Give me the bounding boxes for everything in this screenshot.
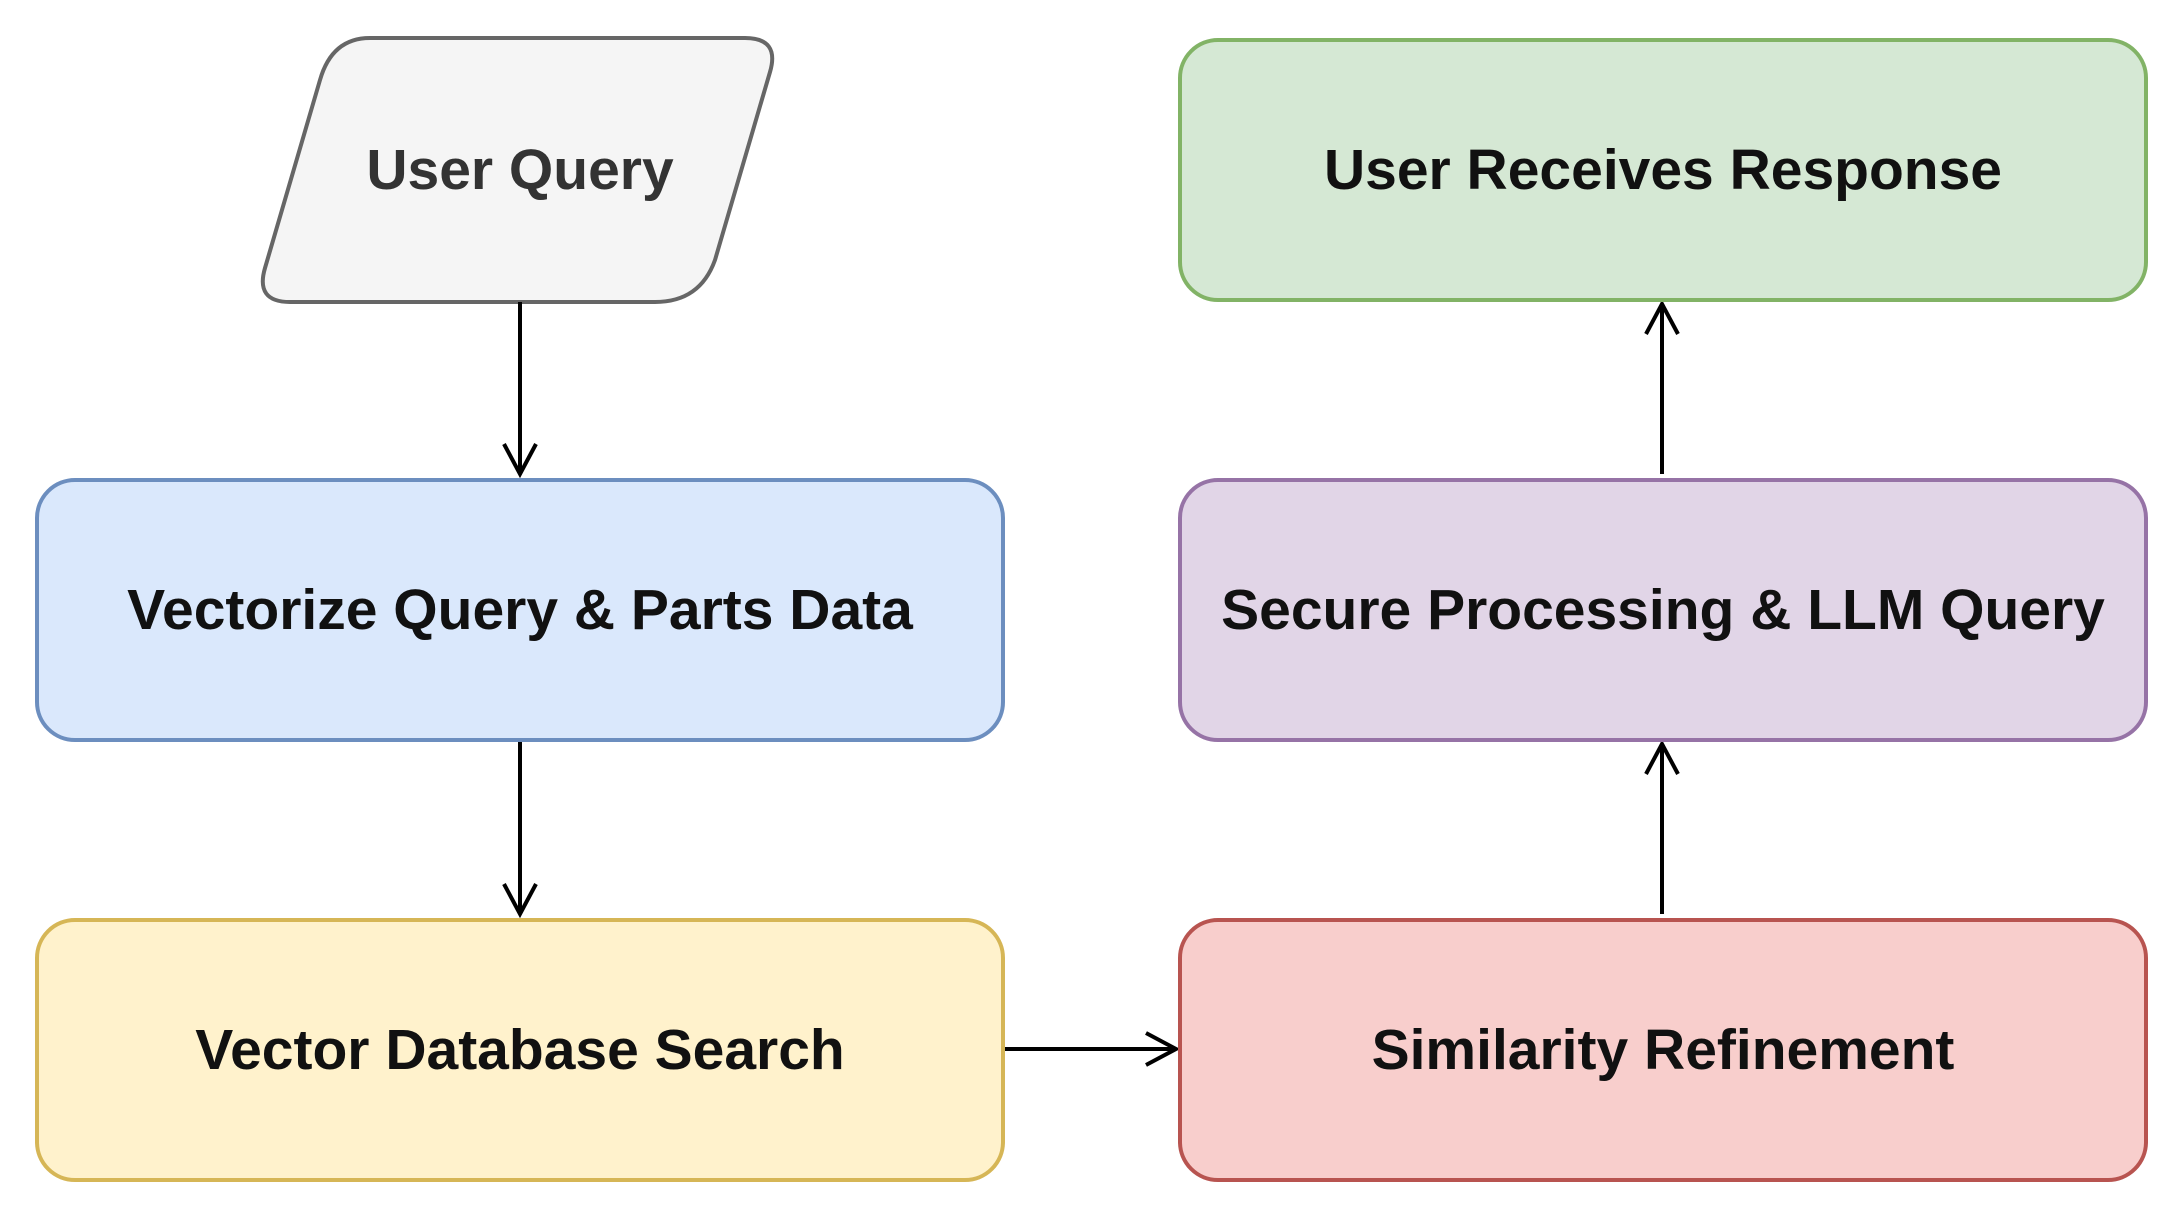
node-similarity-refinement[interactable]: Similarity Refinement — [1178, 918, 2148, 1182]
node-vectorize-label: Vectorize Query & Parts Data — [127, 578, 913, 642]
node-secure-llm-label: Secure Processing & LLM Query — [1221, 578, 2105, 642]
node-user-query-label: User Query — [366, 138, 674, 202]
node-secure-processing-llm-query[interactable]: Secure Processing & LLM Query — [1178, 478, 2148, 742]
node-vectorize-query-parts-data[interactable]: Vectorize Query & Parts Data — [35, 478, 1005, 742]
node-vector-database-search[interactable]: Vector Database Search — [35, 918, 1005, 1182]
node-user-query[interactable]: User Query — [262, 38, 778, 302]
node-similarity-label: Similarity Refinement — [1371, 1018, 1955, 1082]
arrowhead-right-icon — [1145, 1031, 1181, 1067]
user-query-parallelogram[interactable] — [260, 36, 775, 304]
node-user-receives-response[interactable]: User Receives Response — [1178, 38, 2148, 302]
node-response-label: User Receives Response — [1323, 138, 2003, 202]
edge-layer — [502, 299, 1680, 1067]
arrowhead-up-icon — [1644, 739, 1680, 775]
node-vector-search-label: Vector Database Search — [195, 1018, 845, 1082]
arrowhead-up-icon — [1644, 299, 1680, 335]
arrowhead-down-icon — [502, 883, 538, 919]
arrowhead-down-icon — [502, 443, 538, 479]
